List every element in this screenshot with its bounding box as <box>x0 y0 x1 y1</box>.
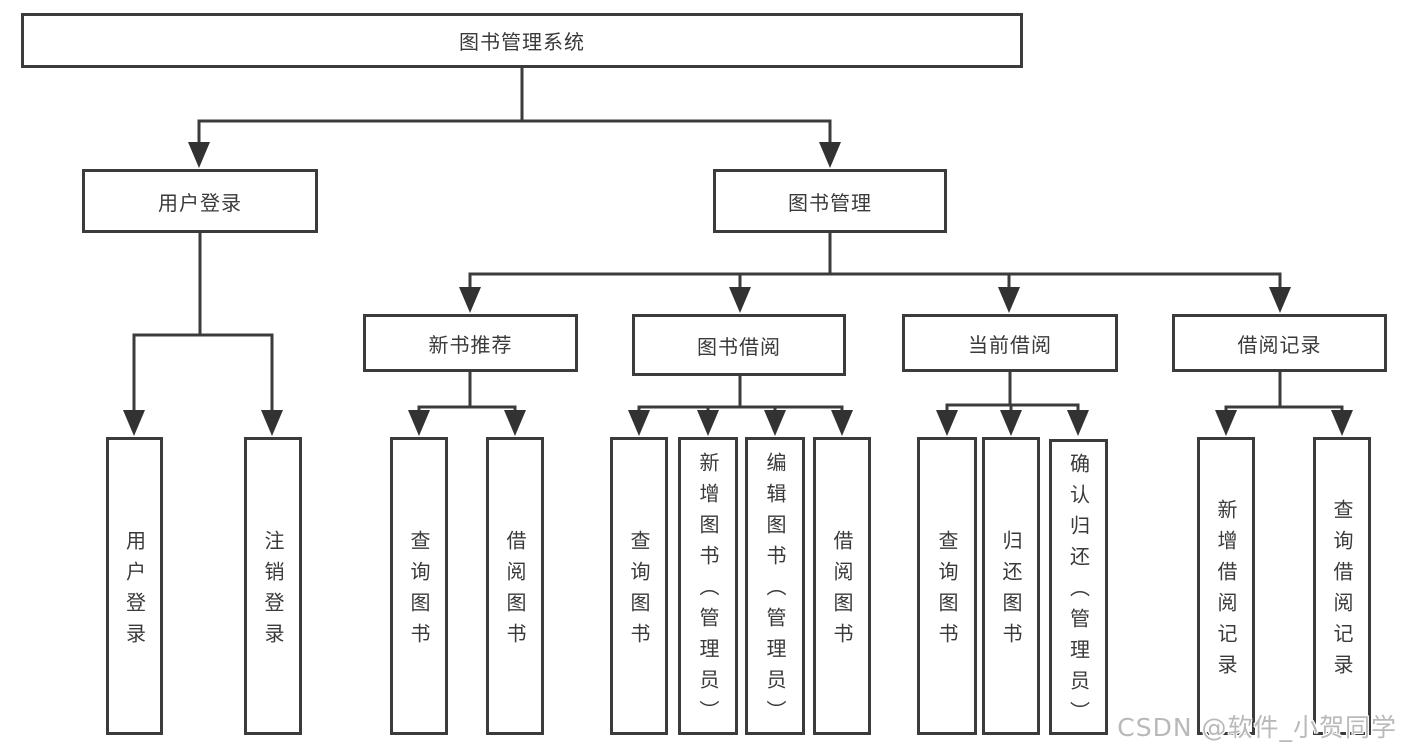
node-borrow-records: 借阅记录 <box>1172 314 1387 372</box>
node-add-book-admin: 新增图书（管理员） <box>678 437 738 735</box>
node-label: 借阅图书 <box>830 529 854 654</box>
node-current-borrow: 当前借阅 <box>902 314 1118 372</box>
node-label: 查询借阅记录 <box>1330 498 1354 685</box>
node-label: 查询图书 <box>407 529 431 654</box>
node-borrow-books-recommend: 借阅图书 <box>486 437 544 735</box>
node-query-books-recommend: 查询图书 <box>390 437 448 735</box>
node-label: 注销登录 <box>261 529 285 654</box>
node-new-book-recommend: 新书推荐 <box>363 314 578 372</box>
node-edit-book-admin: 编辑图书（管理员） <box>745 437 805 735</box>
node-user-login: 用户登录 <box>82 169 318 233</box>
node-label: 借阅图书 <box>503 529 527 654</box>
node-label: 查询图书 <box>627 529 651 654</box>
node-library-system: 图书管理系统 <box>21 13 1023 68</box>
node-book-borrow: 图书借阅 <box>632 314 846 376</box>
node-user-login-action: 用户登录 <box>106 437 163 735</box>
node-add-borrow-record: 新增借阅记录 <box>1197 437 1255 735</box>
node-borrow-books-action: 借阅图书 <box>813 437 871 735</box>
node-label: 用户登录 <box>122 529 147 654</box>
node-label: 编辑图书（管理员） <box>763 452 787 731</box>
node-label: 归还图书 <box>999 529 1023 654</box>
node-book-management: 图书管理 <box>713 169 947 233</box>
node-query-books-current: 查询图书 <box>917 437 977 735</box>
node-label: 新增图书（管理员） <box>696 452 720 731</box>
node-logout: 注销登录 <box>244 437 302 735</box>
node-label: 新增借阅记录 <box>1214 498 1238 685</box>
node-query-borrow-record: 查询借阅记录 <box>1313 437 1371 735</box>
node-label: 确认归还（管理员） <box>1066 453 1091 732</box>
csdn-watermark: CSDN @软件_小贺同学 <box>1117 713 1397 742</box>
node-return-books: 归还图书 <box>982 437 1040 735</box>
arrowhead-icons <box>123 142 1353 436</box>
node-query-books-borrow: 查询图书 <box>610 437 668 735</box>
node-label: 查询图书 <box>935 529 959 654</box>
node-confirm-return-admin: 确认归还（管理员） <box>1049 439 1108 735</box>
